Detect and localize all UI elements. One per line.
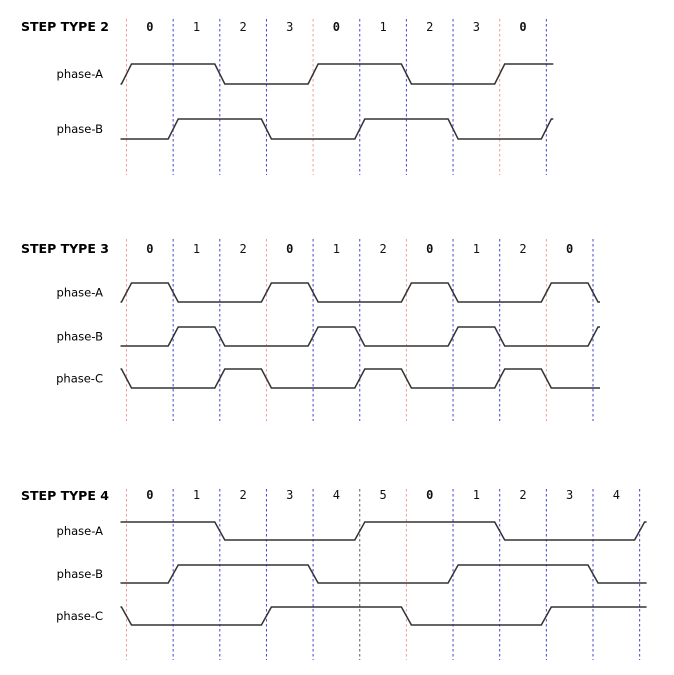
step-number: 0 [146,242,153,256]
phase-label-a: phase-A [57,286,104,300]
phase-label-b: phase-B [57,122,103,136]
section-step-type-4: 0 1 2 3 4 5 0 1 2 3 4 phase-A phase-B phase-C [56,488,647,660]
step-number: 2 [426,20,433,34]
waveform-phase-b [120,564,647,584]
step-number: 3 [566,488,573,502]
phase-label-a: phase-A [57,67,104,81]
step-number: 4 [333,488,340,502]
step-number: 1 [473,488,480,502]
step-number: 0 [286,242,293,256]
step-number: 1 [193,20,200,34]
waveform-phase-c [120,606,647,626]
step-number: 2 [240,488,247,502]
step-number: 0 [566,242,573,256]
step-number: 0 [146,20,153,34]
step-number: 1 [333,242,340,256]
section-title-step-type-2: STEP TYPE 2 [21,19,109,34]
section-step-type-2: 0 1 2 3 0 1 2 3 0 phase-A phase-B [57,19,554,175]
step-number: 1 [193,488,200,502]
step-number: 2 [379,242,386,256]
phase-label-b: phase-B [57,330,103,344]
step-number: 0 [426,242,433,256]
step-number: 2 [519,488,526,502]
step-number: 2 [240,20,247,34]
section-step-type-3: 0 1 2 0 1 2 0 1 2 0 phase-A phase-B phase-C [56,239,600,421]
step-number: 3 [473,20,480,34]
step-number: 0 [146,488,153,502]
waveform-phase-a [120,282,600,303]
step-number: 0 [333,20,340,34]
phase-label-a: phase-A [57,524,104,538]
step-number: 5 [379,488,386,502]
step-number: 2 [240,242,247,256]
step-number: 4 [613,488,620,502]
waveform-phase-b [120,118,554,140]
phase-label-b: phase-B [57,567,103,581]
step-number: 1 [193,242,200,256]
waveform-phase-a [120,521,647,541]
step-number: 2 [519,242,526,256]
waveform-phase-c [120,368,600,389]
phase-label-c: phase-C [56,372,103,386]
step-number: 1 [473,242,480,256]
step-number: 1 [379,20,386,34]
waveform-phase-b [120,326,600,347]
step-number: 3 [286,488,293,502]
waveform-phase-a [120,63,554,85]
step-number: 0 [519,20,526,34]
section-title-step-type-4: STEP TYPE 4 [21,488,109,503]
phase-label-c: phase-C [56,609,103,623]
section-title-step-type-3: STEP TYPE 3 [21,241,109,256]
step-number: 0 [426,488,433,502]
step-number: 3 [286,20,293,34]
